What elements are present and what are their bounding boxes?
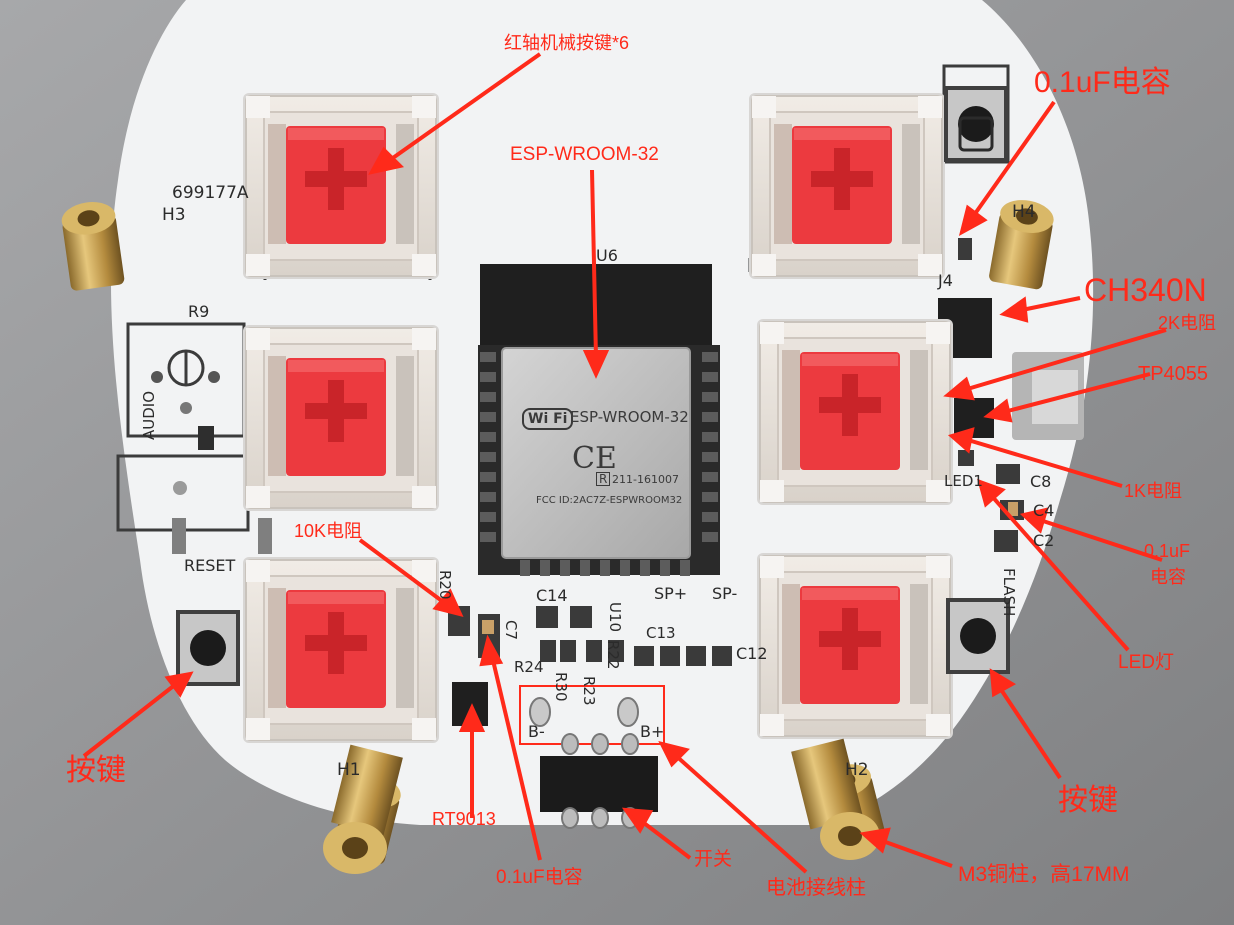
label-flash: FLASH [1000, 568, 1018, 617]
label-r22: R22 [604, 640, 622, 670]
annotation-ch340n: CH340N [1084, 272, 1207, 308]
label-sp-minus: SP- [712, 584, 738, 603]
label-c8: C8 [1030, 472, 1052, 491]
label-c7: C7 [502, 620, 520, 641]
annotation-cap-bottom: 0.1uF电容 [496, 867, 583, 888]
label-c12: C12 [736, 644, 768, 663]
label-h2: H2 [845, 760, 869, 780]
label-sp-plus: SP+ [654, 584, 688, 603]
label-r9: R9 [188, 302, 210, 321]
label-led1: LED1 [944, 472, 983, 490]
board-code: 699177A [172, 183, 249, 203]
annotation-button-left: 按键 [66, 754, 126, 787]
label-audio: AUDIO [140, 390, 158, 440]
label-h1: H1 [337, 760, 361, 780]
annotation-battery-terminal: 电池接线柱 [766, 877, 866, 899]
module-name: ESP-WROOM-32 [570, 408, 689, 426]
label-u6: U6 [596, 246, 618, 265]
annotation-cap-top-right: 0.1uF电容 [1034, 66, 1171, 99]
label-u10: U10 [606, 602, 624, 633]
module-wifi-logo: Wi Fi [522, 408, 574, 430]
module-fcc-id: FCC ID:2AC7Z-ESPWROOM32 [536, 495, 683, 506]
label-b-plus: B+ [640, 722, 665, 741]
annotation-res-10k: 10K电阻 [294, 521, 363, 541]
label-h3: H3 [162, 205, 186, 225]
label-c13: C13 [646, 624, 676, 642]
annotation-cap-right-line2: 电容 [1150, 567, 1186, 587]
label-c4: C4 [1033, 501, 1055, 520]
module-r-mark: R [596, 472, 611, 486]
annotation-standoff: M3铜柱，高17MM [958, 863, 1130, 886]
label-r30: R30 [552, 672, 570, 702]
label-c14: C14 [536, 586, 568, 605]
annotation-button-right: 按键 [1058, 784, 1118, 817]
annotation-led: LED灯 [1118, 652, 1174, 673]
module-ce-mark: CE [572, 441, 617, 476]
annotation-cap-right-line1: 0.1uF [1144, 541, 1191, 561]
label-r23: R23 [580, 676, 598, 706]
label-b-minus: B- [528, 722, 545, 741]
label-r20: R20 [436, 570, 454, 600]
label-reset: RESET [184, 556, 236, 575]
label-c2: C2 [1033, 531, 1055, 550]
module-cert: 211-161007 [612, 473, 679, 486]
annotation-esp-module: ESP-WROOM-32 [510, 144, 659, 165]
annotation-switch: 开关 [694, 849, 733, 870]
label-h4: H4 [1012, 202, 1036, 222]
label-j4: J4 [938, 271, 953, 290]
annotation-tp4055: TP4055 [1138, 363, 1209, 385]
label-r24: R24 [514, 658, 544, 676]
annotation-res-1k: 1K电阻 [1124, 481, 1183, 501]
annotation-rt9013: RT9013 [432, 809, 496, 829]
annotation-red-switches: 红轴机械按键*6 [504, 33, 630, 53]
annotation-res-2k: 2K电阻 [1158, 313, 1217, 333]
